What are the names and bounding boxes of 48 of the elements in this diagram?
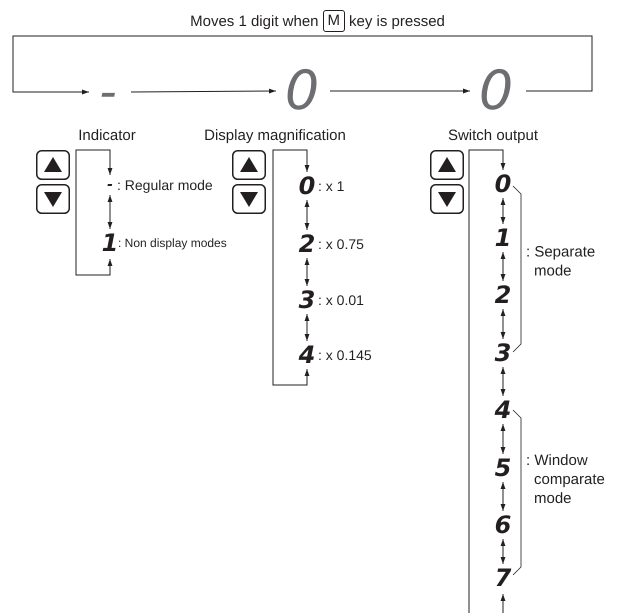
column-heading: Switch output	[448, 127, 538, 144]
double-arrow	[304, 258, 310, 286]
segment-digit: 0	[284, 64, 320, 118]
segment-digit: 5	[494, 456, 512, 480]
double-arrow	[76, 150, 112, 276]
setting-label: : x 1	[318, 178, 344, 194]
segment-digit: 6	[494, 513, 512, 537]
segment-digit: 3	[494, 341, 512, 365]
setting-label: : x 0.145	[318, 347, 372, 363]
segment-digit: 0	[494, 172, 512, 196]
setting-label: : x 0.75	[318, 236, 364, 252]
instruction-text: Moves 1 digit when	[190, 12, 319, 30]
double-arrow	[108, 194, 112, 230]
double-arrow	[304, 314, 310, 342]
double-arrow	[500, 538, 506, 564]
mode-label: : Separate mode	[526, 243, 596, 281]
double-arrow	[500, 308, 506, 340]
segment-digit: 2	[298, 232, 316, 256]
column-heading: Indicator	[78, 127, 136, 144]
setting-label: : Non display modes	[118, 236, 227, 250]
segment-digit: 0	[298, 174, 316, 198]
double-arrow	[304, 200, 310, 230]
segment-digit: -	[107, 178, 113, 192]
column-heading: Display magnification	[204, 127, 346, 144]
instruction-text: key is pressed	[349, 12, 445, 30]
segment-digit: 4	[494, 398, 512, 422]
segment-digit: 3	[298, 288, 316, 312]
double-arrow	[468, 150, 506, 613]
double-arrow	[500, 252, 506, 282]
segment-digit: 4	[298, 343, 316, 367]
arrow	[130, 88, 276, 94]
double-arrow	[272, 150, 310, 386]
double-arrow	[500, 424, 506, 454]
segment-digit: 2	[494, 283, 512, 307]
mode-label: : Window comparate mode	[526, 452, 606, 508]
setting-label: : Regular mode	[117, 177, 213, 193]
key-button: M	[322, 10, 346, 32]
double-arrow	[500, 198, 506, 224]
segment-digit: 0	[478, 64, 514, 118]
segment-digit: 7	[494, 566, 512, 590]
double-arrow	[500, 366, 506, 396]
arrow	[330, 88, 470, 94]
segment-digit: 1	[102, 231, 118, 255]
double-arrow	[500, 482, 506, 512]
setting-label: : x 0.01	[318, 292, 364, 308]
segment-digit: -	[99, 68, 117, 116]
segment-digit: 1	[494, 226, 512, 250]
arrow	[12, 36, 592, 94]
